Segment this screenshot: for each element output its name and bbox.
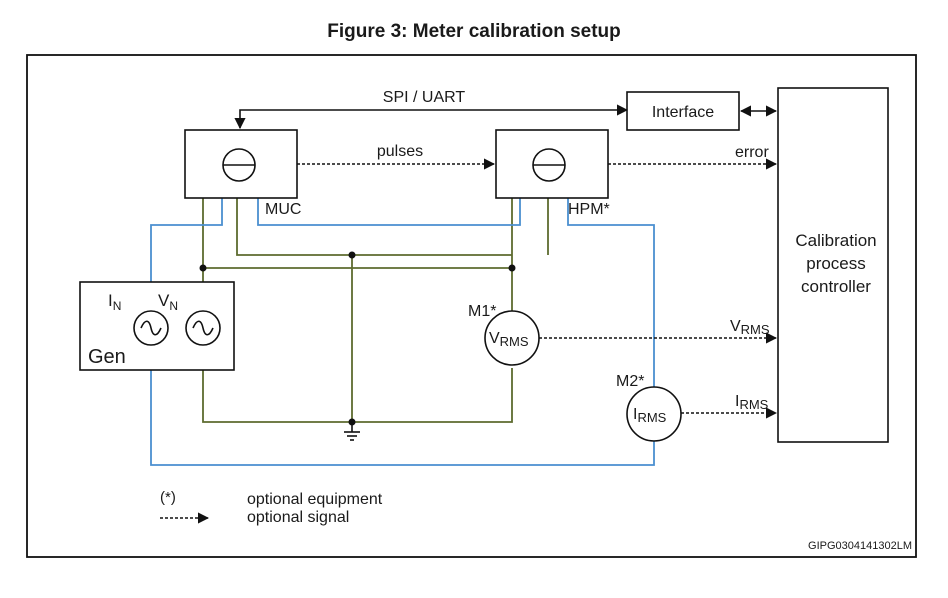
muc-label: MUC [265,201,301,218]
generator-block [79,281,235,371]
spi-uart-label: SPI / UART [383,89,466,106]
interface-label: Interface [652,104,714,121]
ground-icon [344,422,360,441]
controller-label-line3: controller [801,277,871,296]
outer-frame [26,54,917,558]
vrms-label: VRMS [730,318,770,337]
gen-vn-label: VN [158,291,178,313]
pulses-label: pulses [377,143,423,160]
figure-title: Figure 3: Meter calibration setup [327,21,621,42]
calibration-controller-block [777,87,889,443]
m2-tag: M2* [616,373,644,390]
m2-ammeter-label: IRMS [633,406,667,425]
legend-optional-equipment: optional equipment [247,491,383,508]
junction-dots [199,251,516,426]
legend-optional-signal: optional signal [247,509,349,526]
m1-voltmeter-label: VRMS [489,330,529,349]
legend-star-symbol: (*) [160,489,176,506]
gen-label: Gen [88,346,126,368]
hpm-block [495,129,609,199]
figure-reference-code: GIPG0304141302LM [808,540,912,552]
controller-label-line2: process [806,254,866,273]
controller-label-line1: Calibration [795,231,876,250]
m1-tag: M1* [468,303,496,320]
hpm-label: HPM* [568,201,610,218]
irms-label: IRMS [735,393,769,412]
error-label: error [735,144,769,161]
spi-uart-link [234,104,629,130]
muc-block [184,129,298,199]
m2-ammeter [626,386,682,442]
gen-in-label: IN [108,291,121,313]
